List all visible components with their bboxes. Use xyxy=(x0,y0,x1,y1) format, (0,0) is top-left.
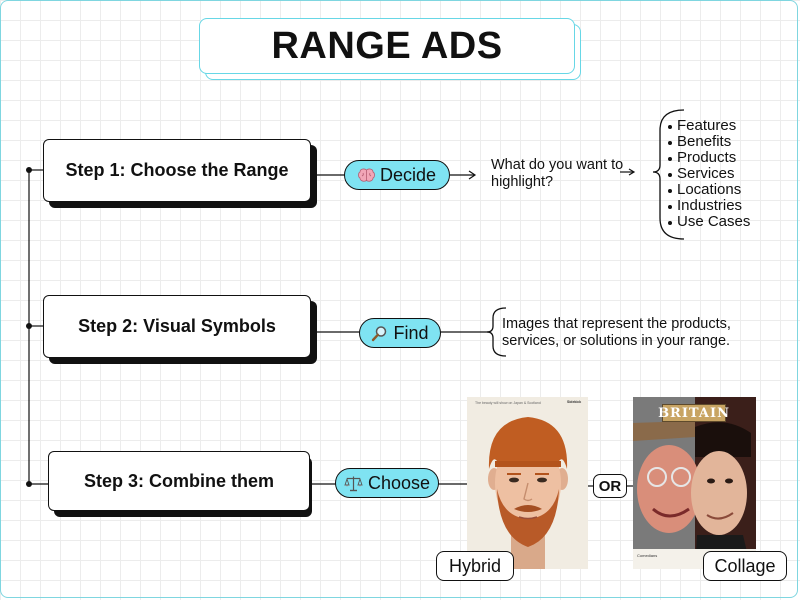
collage-britain-sign: BRITAIN xyxy=(658,404,730,422)
hybrid-image: The beauty will show on Japan & Scotland… xyxy=(467,397,588,569)
hybrid-poster-brand: Sidekick xyxy=(567,400,582,404)
list-item: Products xyxy=(668,150,750,166)
title-card: RANGE ADS xyxy=(199,18,581,80)
collage-footer-text: Comedians xyxy=(637,553,658,558)
choose-label: Choose xyxy=(367,472,431,493)
brain-icon xyxy=(358,168,375,183)
step-3-box: Step 3: Combine them xyxy=(48,451,310,511)
list-item: Industries xyxy=(668,198,750,214)
list-item: Services xyxy=(668,166,750,182)
list-item: Locations xyxy=(668,182,750,198)
or-badge: OR xyxy=(593,474,627,498)
decide-label: Decide xyxy=(379,164,437,185)
collage-caption: Collage xyxy=(703,551,787,581)
step-2-box: Step 2: Visual Symbols xyxy=(43,295,311,358)
hybrid-caption: Hybrid xyxy=(436,551,514,581)
choose-pill: Choose xyxy=(335,468,439,498)
collage-image: Comedians xyxy=(633,397,756,569)
magnifier-icon xyxy=(371,325,388,342)
decide-question: What do you want to highlight? xyxy=(491,157,624,190)
find-pill: Find xyxy=(359,318,441,348)
hybrid-face-illustration xyxy=(488,417,568,569)
step-1-box: Step 1: Choose the Range xyxy=(43,139,311,202)
options-brace xyxy=(652,109,685,240)
list-item: Features xyxy=(668,118,750,134)
collage-illustration xyxy=(633,397,756,569)
description-brace xyxy=(486,307,507,357)
hybrid-poster-header: The beauty will show on Japan & Scotland xyxy=(475,401,541,405)
find-label: Find xyxy=(393,322,429,343)
balance-scale-icon xyxy=(344,475,363,492)
page-title: RANGE ADS xyxy=(199,18,575,74)
decide-pill: Decide xyxy=(344,160,450,190)
highlight-options-list: Features Benefits Products Services Loca… xyxy=(668,118,750,230)
list-item: Benefits xyxy=(668,134,750,150)
list-item: Use Cases xyxy=(668,214,750,230)
find-description: Images that represent the products, serv… xyxy=(502,316,731,349)
